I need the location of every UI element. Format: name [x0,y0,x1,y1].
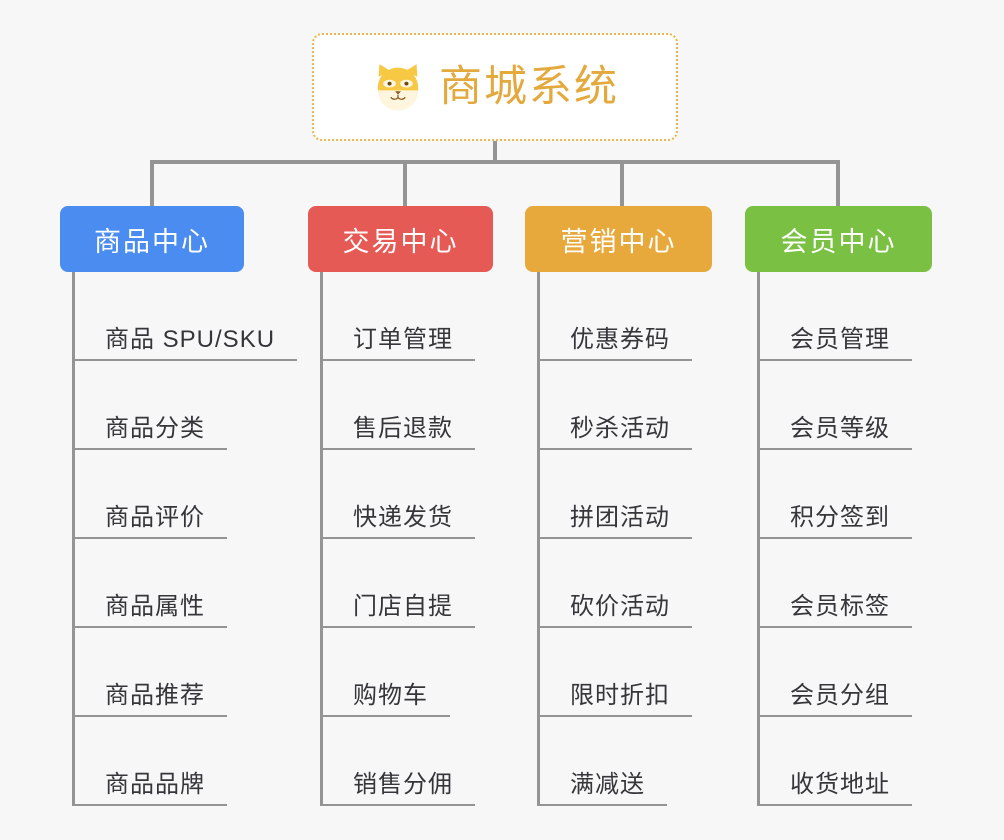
child-item[interactable]: 商品属性 [72,539,300,628]
child-label: 商品分类 [72,416,227,450]
child-label: 商品推荐 [72,683,227,717]
child-item[interactable]: 商品 SPU/SKU [72,272,300,361]
connector-drop-1 [150,160,154,206]
child-item[interactable]: 优惠券码 [537,272,747,361]
category-header-3[interactable]: 营销中心 [525,206,712,272]
branch-spine [537,272,540,806]
child-item[interactable]: 秒杀活动 [537,361,747,450]
shiba-dog-icon [377,64,419,111]
root-node[interactable]: 商城系统 [312,33,678,141]
child-label: 商品属性 [72,594,227,628]
category-label: 营销中心 [560,226,677,257]
child-label: 收货地址 [757,772,912,806]
category-label: 交易中心 [342,226,459,257]
child-label: 商品 SPU/SKU [72,327,298,361]
child-label: 会员管理 [757,327,912,361]
branch-column-2: 交易中心 订单管理 售后退款 快递发货 门店自提 购物车 销售分佣 [308,206,533,806]
child-item[interactable]: 商品分类 [72,361,300,450]
branch-spine [320,272,323,806]
category-label: 会员中心 [780,226,897,257]
child-item[interactable]: 满减送 [537,717,747,806]
child-label: 订单管理 [320,327,475,361]
connector-drop-3 [620,160,624,206]
category-header-1[interactable]: 商品中心 [60,206,244,272]
child-item[interactable]: 销售分佣 [320,717,533,806]
child-label: 优惠券码 [537,327,692,361]
branch-spine [757,272,760,806]
category-header-4[interactable]: 会员中心 [745,206,932,272]
child-label: 快递发货 [320,505,475,539]
child-label: 拼团活动 [537,505,692,539]
child-item[interactable]: 快递发货 [320,450,533,539]
child-item[interactable]: 会员分组 [757,628,965,717]
category-header-2[interactable]: 交易中心 [308,206,493,272]
root-title: 商城系统 [439,62,619,111]
child-list-3: 优惠券码 秒杀活动 拼团活动 砍价活动 限时折扣 满减送 [525,272,747,806]
connector-drop-4 [836,160,840,206]
child-label: 售后退款 [320,416,475,450]
branch-column-4: 会员中心 会员管理 会员等级 积分签到 会员标签 会员分组 收货地址 [745,206,965,806]
branch-column-1: 商品中心 商品 SPU/SKU 商品分类 商品评价 商品属性 商品推荐 商品品牌 [60,206,300,806]
connector-root-stem [493,141,497,163]
child-list-1: 商品 SPU/SKU 商品分类 商品评价 商品属性 商品推荐 商品品牌 [60,272,300,806]
child-item[interactable]: 拼团活动 [537,450,747,539]
child-label: 销售分佣 [320,772,475,806]
connector-horizontal-bus [150,160,840,164]
child-item[interactable]: 收货地址 [757,717,965,806]
child-item[interactable]: 砍价活动 [537,539,747,628]
child-label: 满减送 [537,772,667,806]
child-label: 商品评价 [72,505,227,539]
connector-drop-2 [403,160,407,206]
child-list-2: 订单管理 售后退款 快递发货 门店自提 购物车 销售分佣 [308,272,533,806]
child-item[interactable]: 商品推荐 [72,628,300,717]
child-label: 砍价活动 [537,594,692,628]
child-item[interactable]: 积分签到 [757,450,965,539]
branch-column-3: 营销中心 优惠券码 秒杀活动 拼团活动 砍价活动 限时折扣 满减送 [525,206,747,806]
child-item[interactable]: 会员管理 [757,272,965,361]
child-item[interactable]: 订单管理 [320,272,533,361]
child-label: 会员等级 [757,416,912,450]
child-item[interactable]: 会员标签 [757,539,965,628]
child-item[interactable]: 门店自提 [320,539,533,628]
child-list-4: 会员管理 会员等级 积分签到 会员标签 会员分组 收货地址 [745,272,965,806]
child-label: 商品品牌 [72,772,227,806]
child-item[interactable]: 售后退款 [320,361,533,450]
child-item[interactable]: 商品品牌 [72,717,300,806]
child-label: 积分签到 [757,505,912,539]
child-item[interactable]: 购物车 [320,628,533,717]
child-item[interactable]: 限时折扣 [537,628,747,717]
child-item[interactable]: 会员等级 [757,361,965,450]
category-label: 商品中心 [94,226,210,257]
child-item[interactable]: 商品评价 [72,450,300,539]
child-label: 会员标签 [757,594,912,628]
child-label: 会员分组 [757,683,912,717]
child-label: 限时折扣 [537,683,692,717]
child-label: 秒杀活动 [537,416,692,450]
branch-spine [72,272,75,806]
child-label: 购物车 [320,683,450,717]
child-label: 门店自提 [320,594,475,628]
